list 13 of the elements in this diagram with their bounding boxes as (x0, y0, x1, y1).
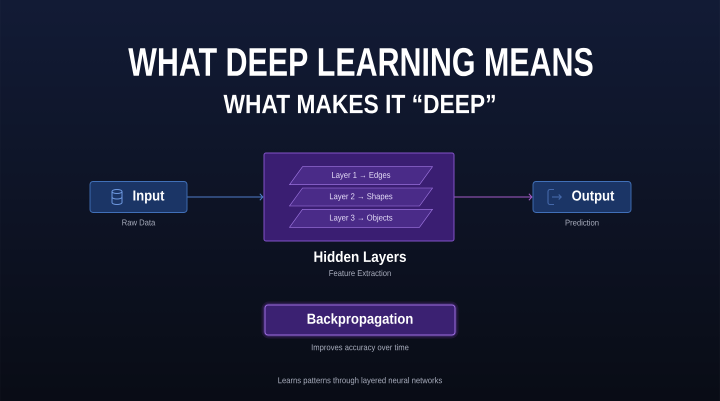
caption: Learns patterns through layered neural networks (278, 377, 442, 385)
node-label: Raw Data (122, 220, 156, 226)
heading: Hidden Layers (314, 251, 406, 265)
process-box: Input (90, 181, 188, 213)
node-label: Feature Extraction (329, 270, 391, 276)
subtitle: WHAT MAKES IT “DEEP” (224, 94, 495, 114)
node-label: Improves accuracy over time (312, 344, 409, 352)
node-label: Prediction (566, 219, 599, 226)
arrow (454, 193, 533, 201)
process-box: Output (532, 181, 632, 213)
process-box: Backpropagation (262, 302, 458, 338)
arrow (186, 193, 264, 201)
title: WHAT DEEP LEARNING MEANS (128, 48, 593, 76)
